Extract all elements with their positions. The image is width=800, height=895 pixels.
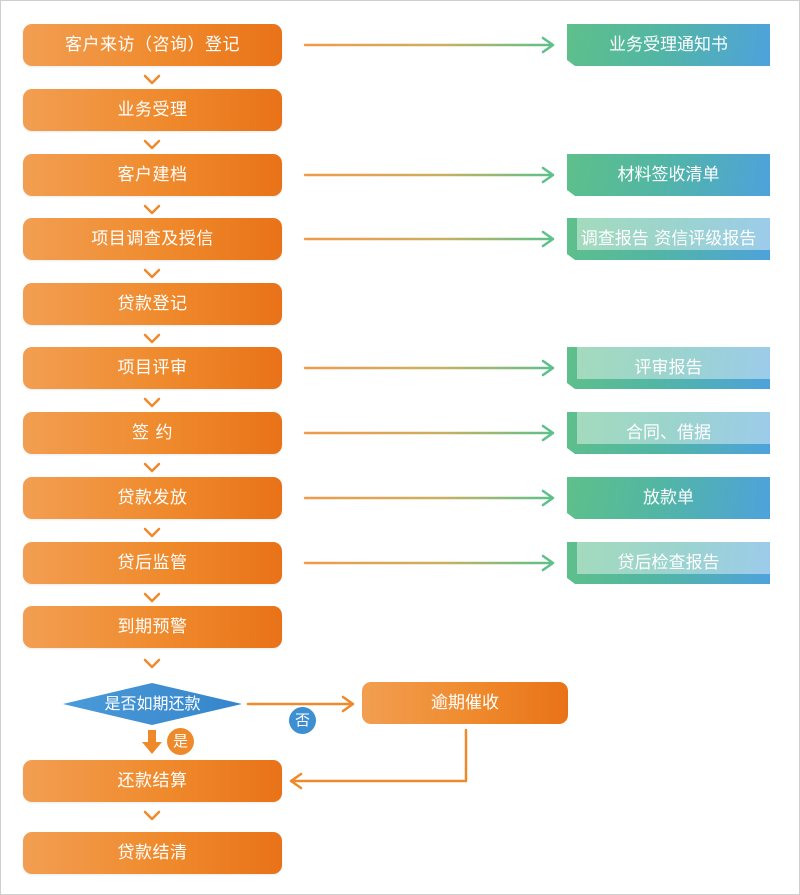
return-arrow	[289, 728, 468, 790]
no-badge: 否	[289, 707, 316, 734]
step-post-loan-monitoring: 贷后监管	[23, 542, 282, 584]
flow-chevron	[143, 204, 161, 215]
step-loan-registration: 贷款登记	[23, 283, 282, 325]
step-project-review: 项目评审	[23, 347, 282, 389]
step-investigation-credit: 项目调查及授信	[23, 218, 282, 260]
decision-diamond	[63, 683, 242, 725]
step-customer-visit: 客户来访（咨询）登记	[23, 24, 282, 66]
step-repayment-settlement: 还款结算	[23, 760, 282, 802]
step-business-acceptance: 业务受理	[23, 89, 282, 131]
yes-badge: 是	[167, 728, 194, 755]
document-arrow-head	[541, 230, 555, 248]
doc-material-receipt: 材料签收清单	[567, 154, 770, 196]
decision-label: 是否如期还款	[104, 694, 201, 713]
doc-acceptance-notice: 业务受理通知书	[567, 24, 770, 66]
step-overdue-collection: 逾期催收	[362, 682, 568, 724]
document-arrow-head	[541, 554, 555, 572]
no-branch-arrow	[246, 695, 355, 713]
doc-investigation-report: 调查报告 资信评级报告	[567, 218, 770, 260]
final-chevrons	[143, 658, 161, 821]
flow-chevron	[143, 592, 161, 603]
step-customer-filing: 客户建档	[23, 154, 282, 196]
yes-branch-arrow	[142, 730, 162, 754]
flow-chevron	[143, 74, 161, 85]
flow-chevron	[143, 462, 161, 473]
step-sign-contract: 签 约	[23, 412, 282, 454]
doc-disbursement-slip: 放款单	[567, 477, 770, 519]
flow-chevrons	[143, 74, 161, 603]
doc-post-loan-report: 贷后检查报告	[567, 542, 770, 584]
document-arrow-head	[541, 36, 555, 54]
flow-chevron	[143, 397, 161, 408]
doc-contract-iou: 合同、借据	[567, 412, 770, 454]
document-arrow-head	[541, 424, 555, 442]
document-arrow-head	[541, 489, 555, 507]
document-arrow-head	[541, 166, 555, 184]
step-maturity-warning: 到期预警	[23, 606, 282, 648]
flow-chevron	[143, 268, 161, 279]
doc-review-report: 评审报告	[567, 347, 770, 389]
flow-chevron	[143, 333, 161, 344]
step-loan-disbursement: 贷款发放	[23, 477, 282, 519]
document-arrows	[303, 36, 555, 572]
document-arrow-head	[541, 359, 555, 377]
step-loan-settled: 贷款结清	[23, 832, 282, 874]
flow-chevron	[143, 527, 161, 538]
flow-chevron	[143, 139, 161, 150]
